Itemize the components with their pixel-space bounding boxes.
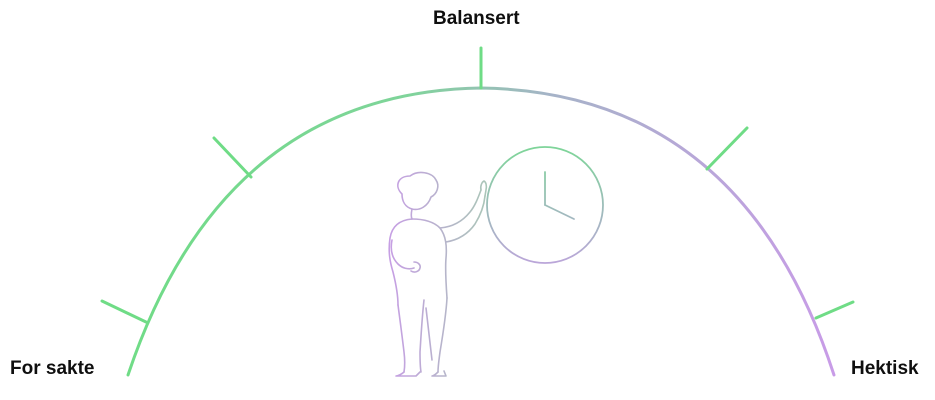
label-hectic: Hektisk	[851, 359, 919, 378]
gauge-tick-left	[214, 138, 251, 177]
gauge-arc	[128, 88, 834, 375]
gauge-tick-far-right	[816, 302, 853, 318]
gauge-tick-far-left	[102, 301, 146, 322]
gauge-tick-right	[707, 128, 747, 169]
label-balanced: Balansert	[433, 9, 520, 28]
label-too-slow: For sakte	[10, 359, 94, 378]
person-pointing-icon	[389, 173, 486, 376]
clock-icon	[487, 147, 603, 263]
